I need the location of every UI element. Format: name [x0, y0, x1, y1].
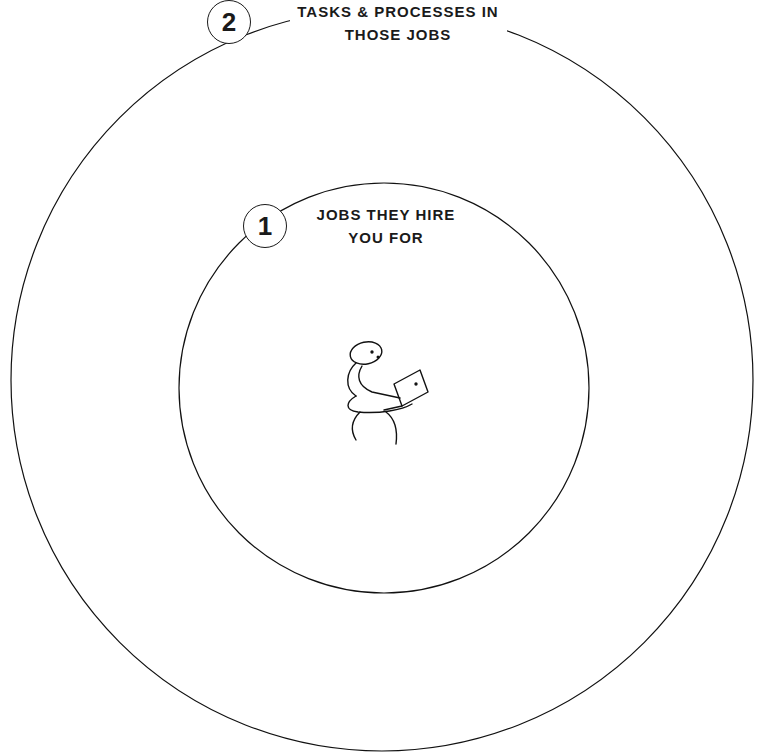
callout-number: 1	[243, 204, 287, 248]
inner-ring: JOBS THEY HIRE YOU FOR	[178, 182, 590, 594]
ring-label: TASKS & PROCESSES IN THOSE JOBS	[290, 0, 507, 47]
callout-number: 2	[207, 0, 251, 44]
circle-outline	[10, 8, 754, 752]
outer-ring: TASKS & PROCESSES IN THOSE JOBSJOBS THEY…	[10, 8, 754, 752]
circle-border	[11, 9, 753, 751]
ring-label: JOBS THEY HIRE YOU FOR	[310, 203, 462, 250]
circle-border	[179, 183, 589, 593]
